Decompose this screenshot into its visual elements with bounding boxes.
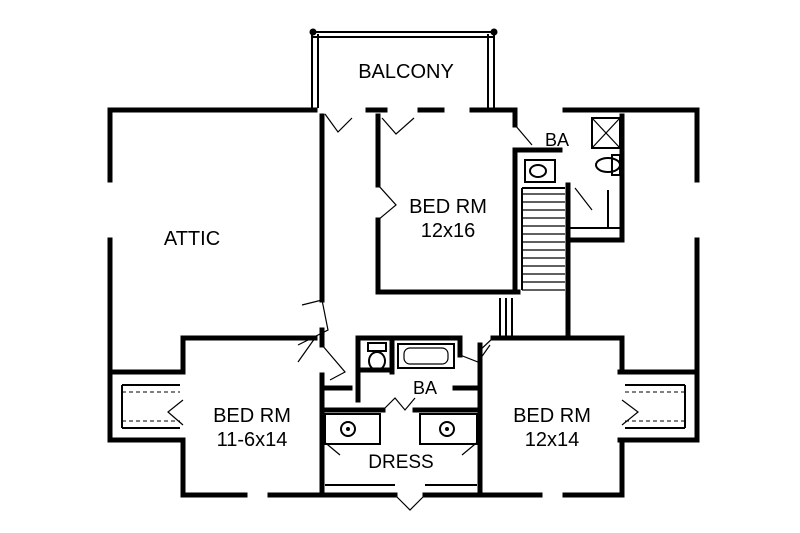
bed-left-name: BED RM (213, 405, 291, 427)
sink-icon (524, 159, 556, 183)
dress-label: DRESS (368, 452, 433, 473)
bath-mid-label: BA (413, 378, 437, 398)
balcony-area (309, 28, 498, 108)
shower-icon (591, 117, 621, 149)
vanity-right (419, 413, 478, 445)
exterior-walls (107, 107, 700, 498)
balcony-label: BALCONY (358, 61, 454, 83)
bed-left-size: 11-6x14 (217, 429, 288, 451)
bed-right-size: 12x14 (525, 429, 580, 451)
toilet-icon (595, 154, 621, 176)
bed-top-size: 12x16 (421, 220, 476, 242)
interior-walls (319, 107, 625, 348)
attic-label: ATTIC (164, 228, 220, 250)
bed-top-name: BED RM (409, 196, 487, 218)
bathtub-icon (397, 343, 455, 369)
staircase (522, 193, 565, 291)
bath-top-label: BA (545, 130, 569, 150)
door-swings (167, 113, 639, 511)
dormer-left (121, 384, 180, 429)
central-bath-walls (319, 335, 483, 498)
bed-right-name: BED RM (513, 405, 591, 427)
vanity-left (324, 413, 381, 445)
toilet-icon-mid (367, 342, 387, 371)
dormer-right (625, 384, 686, 429)
